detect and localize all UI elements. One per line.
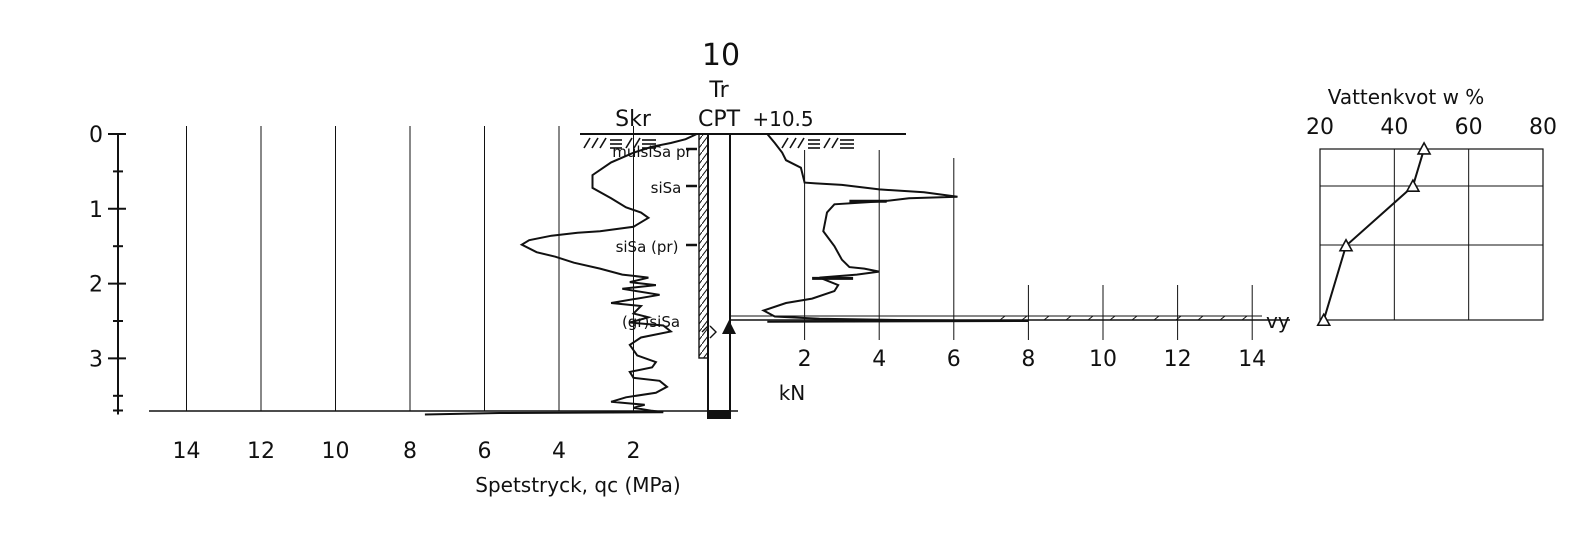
qc-x-tick-labels: 14 12 10 8 6 4 2 (173, 439, 641, 464)
kn-tick-label: 14 (1238, 347, 1266, 372)
water-hatch-mark (1109, 315, 1116, 321)
grid-lines (186, 126, 1253, 411)
kn-tick-label: 2 (798, 347, 812, 372)
water-hatch-mark (1087, 315, 1094, 321)
ground-hatch-right (781, 137, 854, 149)
wc-tick-label: 20 (1306, 115, 1334, 140)
ground-hatch-left (583, 137, 656, 149)
skr-label: Skr (615, 107, 652, 132)
depth-tick-label: 1 (89, 198, 103, 223)
soil-label-2: siSa (pr) (616, 238, 679, 256)
kn-tick-label: 8 (1021, 347, 1035, 372)
sample-marker (701, 324, 717, 339)
kn-x-tick-labels: 2 4 6 8 10 12 14 (798, 347, 1267, 372)
kn-series-line (761, 133, 1029, 323)
qc-series-line (424, 133, 698, 416)
wc-tick-label: 40 (1380, 115, 1408, 140)
soil-label-0: mulsiSa pr (612, 143, 692, 161)
water-hatch-mark (999, 315, 1006, 321)
method-label-cpt: CPT (698, 107, 741, 132)
borehole-column (698, 133, 736, 419)
water-hatch-mark (1197, 315, 1204, 321)
soil-label-1: siSa (651, 179, 682, 197)
kn-tick-label: 12 (1164, 347, 1192, 372)
point-id-label: 10 (702, 38, 740, 73)
depth-tick-label: 0 (89, 123, 103, 148)
wc-series-line (1322, 148, 1426, 321)
kn-tick-label: 4 (872, 347, 886, 372)
water-hatch-mark (1131, 315, 1138, 321)
water-level-label: vy (1266, 309, 1290, 333)
ground-level-label: +10.5 (752, 107, 813, 131)
wc-triangle-marker (1316, 312, 1332, 327)
wc-tick-label: 80 (1529, 115, 1557, 140)
qc-tick-label: 10 (322, 439, 350, 464)
water-hatch-mark (1153, 315, 1160, 321)
method-label-tr: Tr (708, 78, 729, 103)
borehole-stop-block (707, 411, 731, 419)
water-hatch-mark (1241, 315, 1248, 321)
wc-triangle-marker (1405, 178, 1421, 192)
water-hatch-mark (1219, 315, 1226, 321)
wc-series-markers (1316, 141, 1432, 327)
wc-title: Vattenkvot w % (1328, 85, 1485, 109)
qc-tick-label: 6 (478, 439, 492, 464)
depth-axis: 0 1 2 3 (89, 123, 126, 415)
kn-x-axis-label: kN (779, 381, 806, 405)
depth-tick-label: 3 (89, 347, 103, 372)
wc-x-tick-labels: 20 40 60 80 (1306, 115, 1557, 140)
water-hatch-mark (1175, 315, 1182, 321)
water-level-triangle (722, 320, 736, 334)
soil-layer-labels: mulsiSa pr siSa siSa (pr) (gr)siSa (612, 143, 697, 331)
wc-triangle-marker (1416, 141, 1432, 155)
qc-tick-label: 2 (627, 439, 641, 464)
wc-tick-label: 60 (1455, 115, 1483, 140)
qc-tick-label: 8 (403, 439, 417, 464)
depth-tick-label: 2 (89, 273, 103, 298)
wc-triangle-marker (1338, 238, 1354, 252)
kn-tick-label: 10 (1089, 347, 1117, 372)
borehole-casing-hatch (698, 133, 709, 359)
qc-tick-label: 14 (173, 439, 201, 464)
wc-grid (1319, 148, 1544, 321)
water-hatch-mark (1043, 315, 1050, 321)
borehole-rod (707, 133, 731, 412)
kn-tick-label: 6 (947, 347, 961, 372)
qc-tick-label: 12 (247, 439, 275, 464)
water-hatch-mark (1021, 315, 1028, 321)
qc-x-axis-label: Spetstryck, qc (MPa) (475, 473, 680, 497)
qc-tick-label: 4 (552, 439, 566, 464)
wc-frame (1319, 148, 1544, 321)
water-hatch-mark (1065, 315, 1072, 321)
